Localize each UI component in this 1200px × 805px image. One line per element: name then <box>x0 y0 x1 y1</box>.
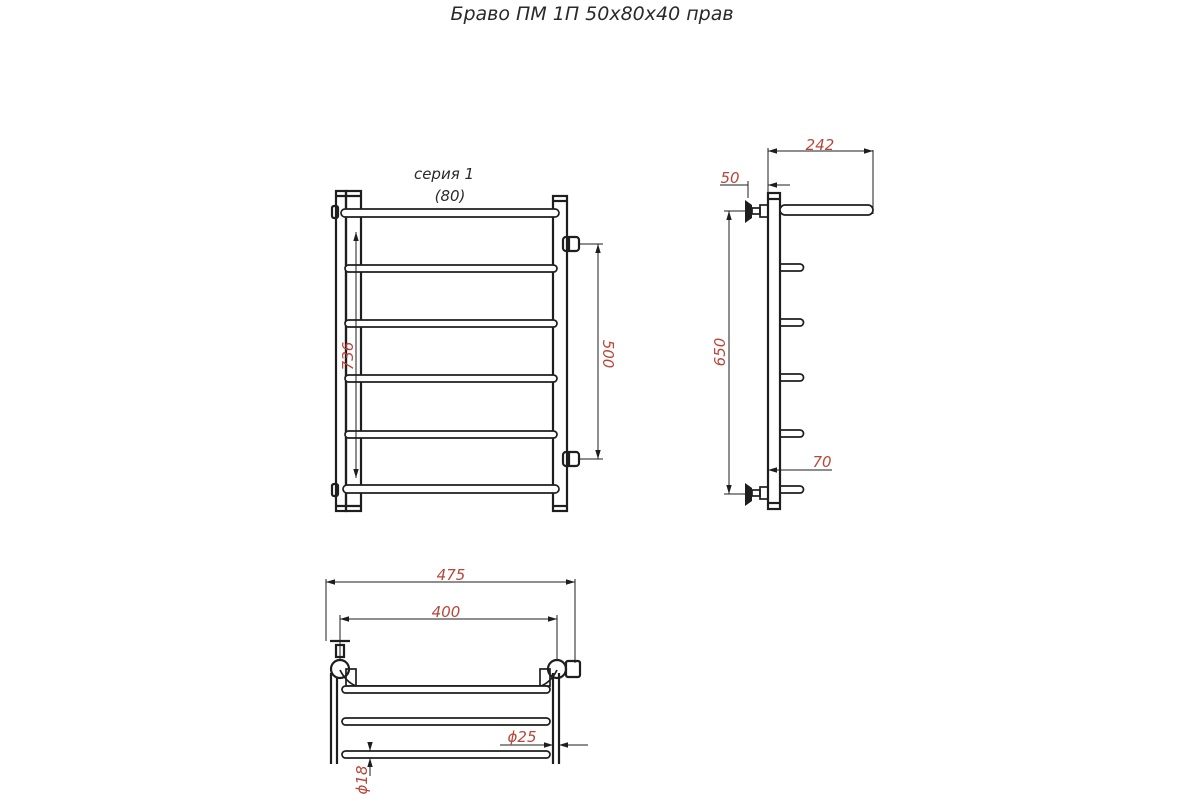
drawing-title: Браво ПМ 1П 50х80х40 прав <box>450 3 733 25</box>
dim-side-height: 650 <box>711 338 729 367</box>
dim-connection-spacing: 500 <box>599 340 617 369</box>
series-sub-label: (80) <box>435 187 466 205</box>
dim-width-inner: 400 <box>432 603 461 621</box>
dim-side-width: 242 <box>806 136 835 154</box>
front-rungs <box>340 208 560 494</box>
series-label: серия 1 <box>414 165 474 183</box>
side-view: 242 50 650 70 <box>711 136 874 511</box>
dim-bottom-offset: 70 <box>812 453 831 471</box>
left-upright <box>330 189 363 513</box>
rung <box>344 319 558 328</box>
right-upright <box>551 194 569 513</box>
rung <box>340 208 560 218</box>
rung <box>344 374 558 383</box>
dim-rung-diameter: ϕ18 <box>353 766 371 795</box>
rung <box>344 430 558 439</box>
top-view: 475 400 ϕ25 ϕ18 <box>325 566 588 795</box>
dim-width-total: 475 <box>437 566 466 584</box>
rung <box>342 484 560 494</box>
dim-pipe-diameter: ϕ25 <box>508 728 537 746</box>
front-inlet-fittings <box>561 235 581 468</box>
front-view: серия 1 (80) <box>330 165 617 513</box>
side-wall-mounts <box>745 200 769 506</box>
dim-wall-offset: 50 <box>720 169 739 187</box>
rung <box>344 264 558 273</box>
dim-height-total: 736 <box>339 342 357 371</box>
